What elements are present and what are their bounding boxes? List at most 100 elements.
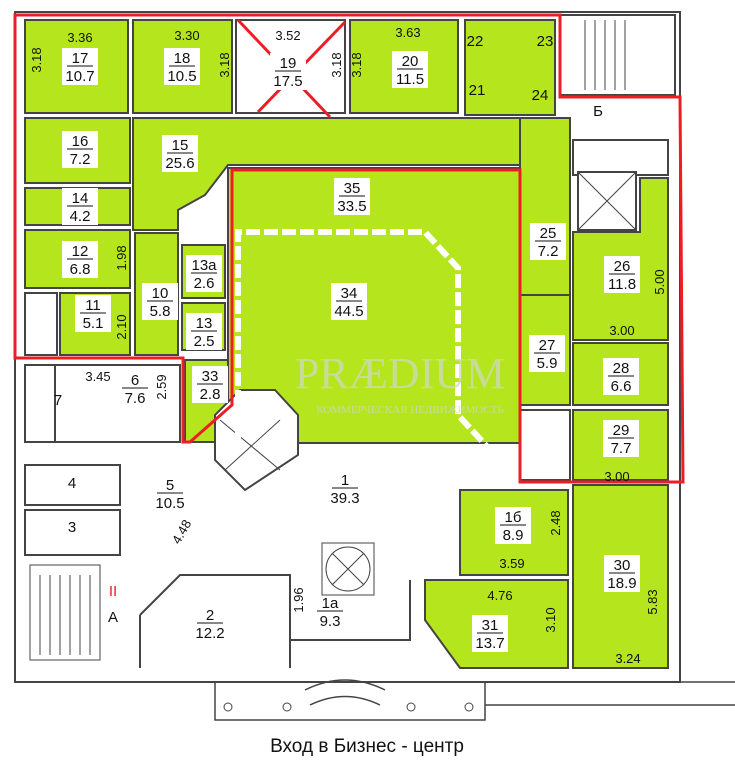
dimension-label: 3.24 <box>615 651 640 666</box>
room-area: 13.7 <box>475 635 504 652</box>
room-area: 2.5 <box>194 333 215 350</box>
room-area: 11.5 <box>396 71 424 88</box>
room-label: 144.2 <box>62 188 98 225</box>
room-area: 5.1 <box>83 315 104 332</box>
room-area: 11.8 <box>608 276 636 293</box>
room-6[interactable] <box>54 364 181 443</box>
dimension-label: 3.00 <box>609 323 634 338</box>
room-area: 5.8 <box>150 303 171 320</box>
fan-icon <box>331 552 365 586</box>
column-icon <box>282 702 292 712</box>
room-number: 20 <box>402 53 419 70</box>
room-number: 15 <box>172 137 189 154</box>
room-number: 28 <box>613 360 630 377</box>
room-number: 16 <box>72 133 89 150</box>
storage <box>519 409 571 481</box>
column-icon <box>223 702 233 712</box>
room-7[interactable] <box>24 364 56 443</box>
dimension-label: 3.18 <box>329 52 344 77</box>
elevator-icon <box>577 171 637 231</box>
room-area: 44.5 <box>334 303 363 320</box>
room-area: 10.5 <box>155 495 184 512</box>
dimension-label: 3.59 <box>499 556 524 571</box>
room-4[interactable] <box>24 464 121 506</box>
room-area: 4.2 <box>70 208 91 225</box>
room-21-24-restrooms[interactable] <box>464 19 556 116</box>
room-area: 39.3 <box>330 490 359 507</box>
room-label: 1а9.3 <box>317 595 343 630</box>
room-25[interactable] <box>519 117 571 296</box>
bathroom <box>24 292 58 356</box>
room-number: 34 <box>341 285 358 302</box>
small-room-label: 3 <box>68 519 76 536</box>
dimension-label: 2.48 <box>548 510 563 535</box>
column-icon <box>464 702 474 712</box>
room-number: 1б <box>505 509 522 526</box>
room-label: 167.2 <box>62 131 98 168</box>
room-number: 18 <box>174 50 191 67</box>
entrance-steps <box>304 679 386 706</box>
small-room-label: 22 <box>467 33 484 50</box>
room-area: 2.6 <box>194 275 215 292</box>
room-area: 17.5 <box>273 73 302 90</box>
room-number: 10 <box>152 285 169 302</box>
room-area: 7.7 <box>611 440 632 457</box>
room-label: 510.5 <box>155 477 184 512</box>
room-area: 6.6 <box>611 378 632 395</box>
dimension-label: 5.00 <box>652 269 667 294</box>
room-3[interactable] <box>24 509 121 556</box>
room-number: 27 <box>539 337 556 354</box>
room-number: 2 <box>206 607 214 624</box>
dimension-label: 4.76 <box>487 588 512 603</box>
staircase-a <box>29 564 101 661</box>
room-number: 35 <box>344 180 361 197</box>
room-number: 11 <box>85 297 101 314</box>
room-label: 1б8.9 <box>495 507 531 544</box>
room-area: 8.9 <box>503 527 524 544</box>
dimension-label: 3.18 <box>349 52 364 77</box>
room-area: 10.7 <box>65 68 94 85</box>
dimension-label: 3.18 <box>29 47 44 72</box>
room-number: 17 <box>72 50 89 67</box>
dimension-label: 3.00 <box>604 469 629 484</box>
room-label: 132.5 <box>186 313 222 350</box>
small-room-label: 23 <box>537 33 554 50</box>
entrance-porch <box>214 681 735 721</box>
dimension-label: 3.10 <box>543 607 558 632</box>
room-number: 13 <box>196 315 213 332</box>
room-label: 115.1 <box>75 295 111 332</box>
room-number: 30 <box>614 557 631 574</box>
room-area: 33.5 <box>337 198 366 215</box>
room-area: 25.6 <box>165 155 194 172</box>
room-number: 6 <box>131 372 139 389</box>
staircase-b <box>559 14 676 96</box>
watermark-tagline: КОММЕРЧЕСКАЯ НЕДВИЖИМОСТЬ <box>316 404 503 416</box>
room-label: 275.9 <box>529 335 565 372</box>
room-number: 26 <box>614 258 631 275</box>
room-1a-walls <box>289 580 411 641</box>
room-area: 5.9 <box>537 355 558 372</box>
room-number: 25 <box>540 225 557 242</box>
dimension-label: 3.52 <box>275 28 300 43</box>
room-number: 12 <box>72 243 89 260</box>
room-label: 297.7 <box>603 420 639 457</box>
entrance-caption: Вход в Бизнес - центр <box>270 736 464 757</box>
small-room-label: А <box>108 609 118 626</box>
room-label: 139.3 <box>330 472 359 507</box>
dimension-label: 3.45 <box>85 369 110 384</box>
room-label: 67.6 <box>122 372 148 407</box>
room-area: 12.2 <box>195 625 224 642</box>
room-area: 9.3 <box>320 613 341 630</box>
room-label: 332.8 <box>192 366 228 403</box>
lobby-b <box>572 139 669 176</box>
dimension-label: 1.98 <box>114 245 129 270</box>
room-number: 19 <box>280 55 297 72</box>
room-number: 33 <box>202 368 219 385</box>
